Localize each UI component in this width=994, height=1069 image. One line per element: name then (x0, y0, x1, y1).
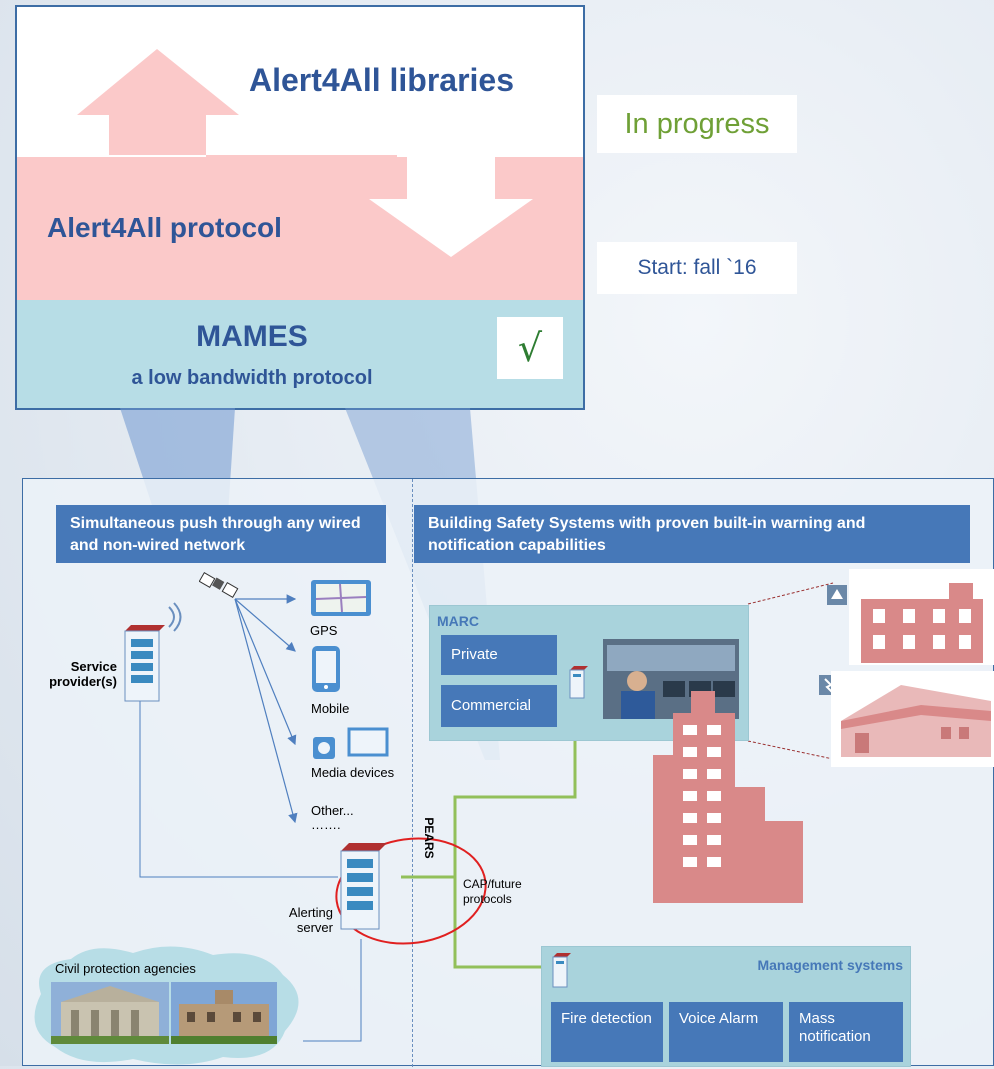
down-arrow-icon (369, 155, 533, 257)
libraries-title: Alert4All libraries (249, 62, 514, 98)
pears-label-wrap: PEARS (422, 805, 439, 875)
cap-line-marc (401, 694, 577, 879)
provider-line (139, 701, 338, 878)
cap-line-mgmt (453, 877, 543, 969)
civil-protection-label: Civil protection agencies (55, 961, 196, 976)
status-start: Start: fall `16 (597, 242, 797, 294)
gps-label: GPS (310, 623, 338, 638)
other-label: Other... (311, 803, 354, 818)
pears-label: PEARS (422, 817, 436, 859)
arrow-mobile (234, 598, 296, 652)
agency-line (303, 939, 362, 1042)
section-divider (412, 479, 413, 1067)
dash-upper (747, 582, 834, 605)
marc-server-icon (569, 666, 588, 699)
arrow-media (234, 598, 297, 746)
control-room-photo (603, 639, 739, 719)
check-mark-icon: √ (497, 317, 563, 379)
arrow-other (234, 598, 298, 824)
protocol-stack: Alert4All libraries Alert4All protocol M… (15, 5, 585, 410)
tower-building-icon (653, 691, 803, 903)
status-in-progress: In progress (597, 95, 797, 153)
dash-lower (747, 740, 834, 760)
media-devices-label: Media devices (311, 765, 395, 780)
right-section-header: Building Safety Systems with proven buil… (414, 505, 970, 563)
management-systems-label: Management systems (757, 957, 903, 973)
left-section-header: Simultaneous push through any wired and … (56, 505, 386, 563)
wireless-signal-icon (168, 602, 182, 632)
mames-band (17, 300, 583, 408)
satellite-icon (199, 571, 239, 599)
service-provider-server-icon (124, 625, 165, 702)
fire-detection-box: Fire detection (551, 1002, 663, 1062)
building-type-icon-1 (827, 585, 847, 605)
alerting-server-label: Alerting server (288, 905, 333, 935)
mames-subtitle: a low bandwidth protocol (131, 367, 373, 389)
up-arrow-stem (181, 155, 397, 212)
agency-building-photo-1 (51, 982, 169, 1044)
service-provider-label: Service provider(s) (49, 659, 117, 689)
up-arrow-icon (77, 49, 239, 155)
network-diagram: Simultaneous push through any wired and … (22, 478, 994, 1067)
gps-icon (311, 580, 371, 616)
agency-building-photo-2 (171, 982, 277, 1044)
building-sketch-2 (831, 671, 994, 767)
cap-protocols-label: CAP/future protocols (463, 877, 522, 906)
stack-arrows (77, 49, 533, 257)
mass-notification-box: Mass notification (789, 1002, 903, 1062)
alerting-server-icon (340, 843, 387, 930)
commercial-box: Commercial (441, 685, 557, 727)
private-box: Private (441, 635, 557, 675)
management-server-icon (552, 953, 571, 988)
building-sketch-1 (849, 569, 994, 665)
media-devices-icon (313, 727, 389, 759)
mames-title: MAMES (196, 320, 308, 353)
ellipsis-label: ……. (311, 817, 341, 832)
pears-highlight (335, 837, 487, 945)
diagram-connectors (139, 582, 834, 1042)
marc-label: MARC (437, 613, 479, 629)
mobile-label: Mobile (311, 701, 350, 716)
mobile-phone-icon (312, 646, 340, 692)
voice-alarm-box: Voice Alarm (669, 1002, 783, 1062)
protocol-title: Alert4All protocol (47, 212, 282, 243)
